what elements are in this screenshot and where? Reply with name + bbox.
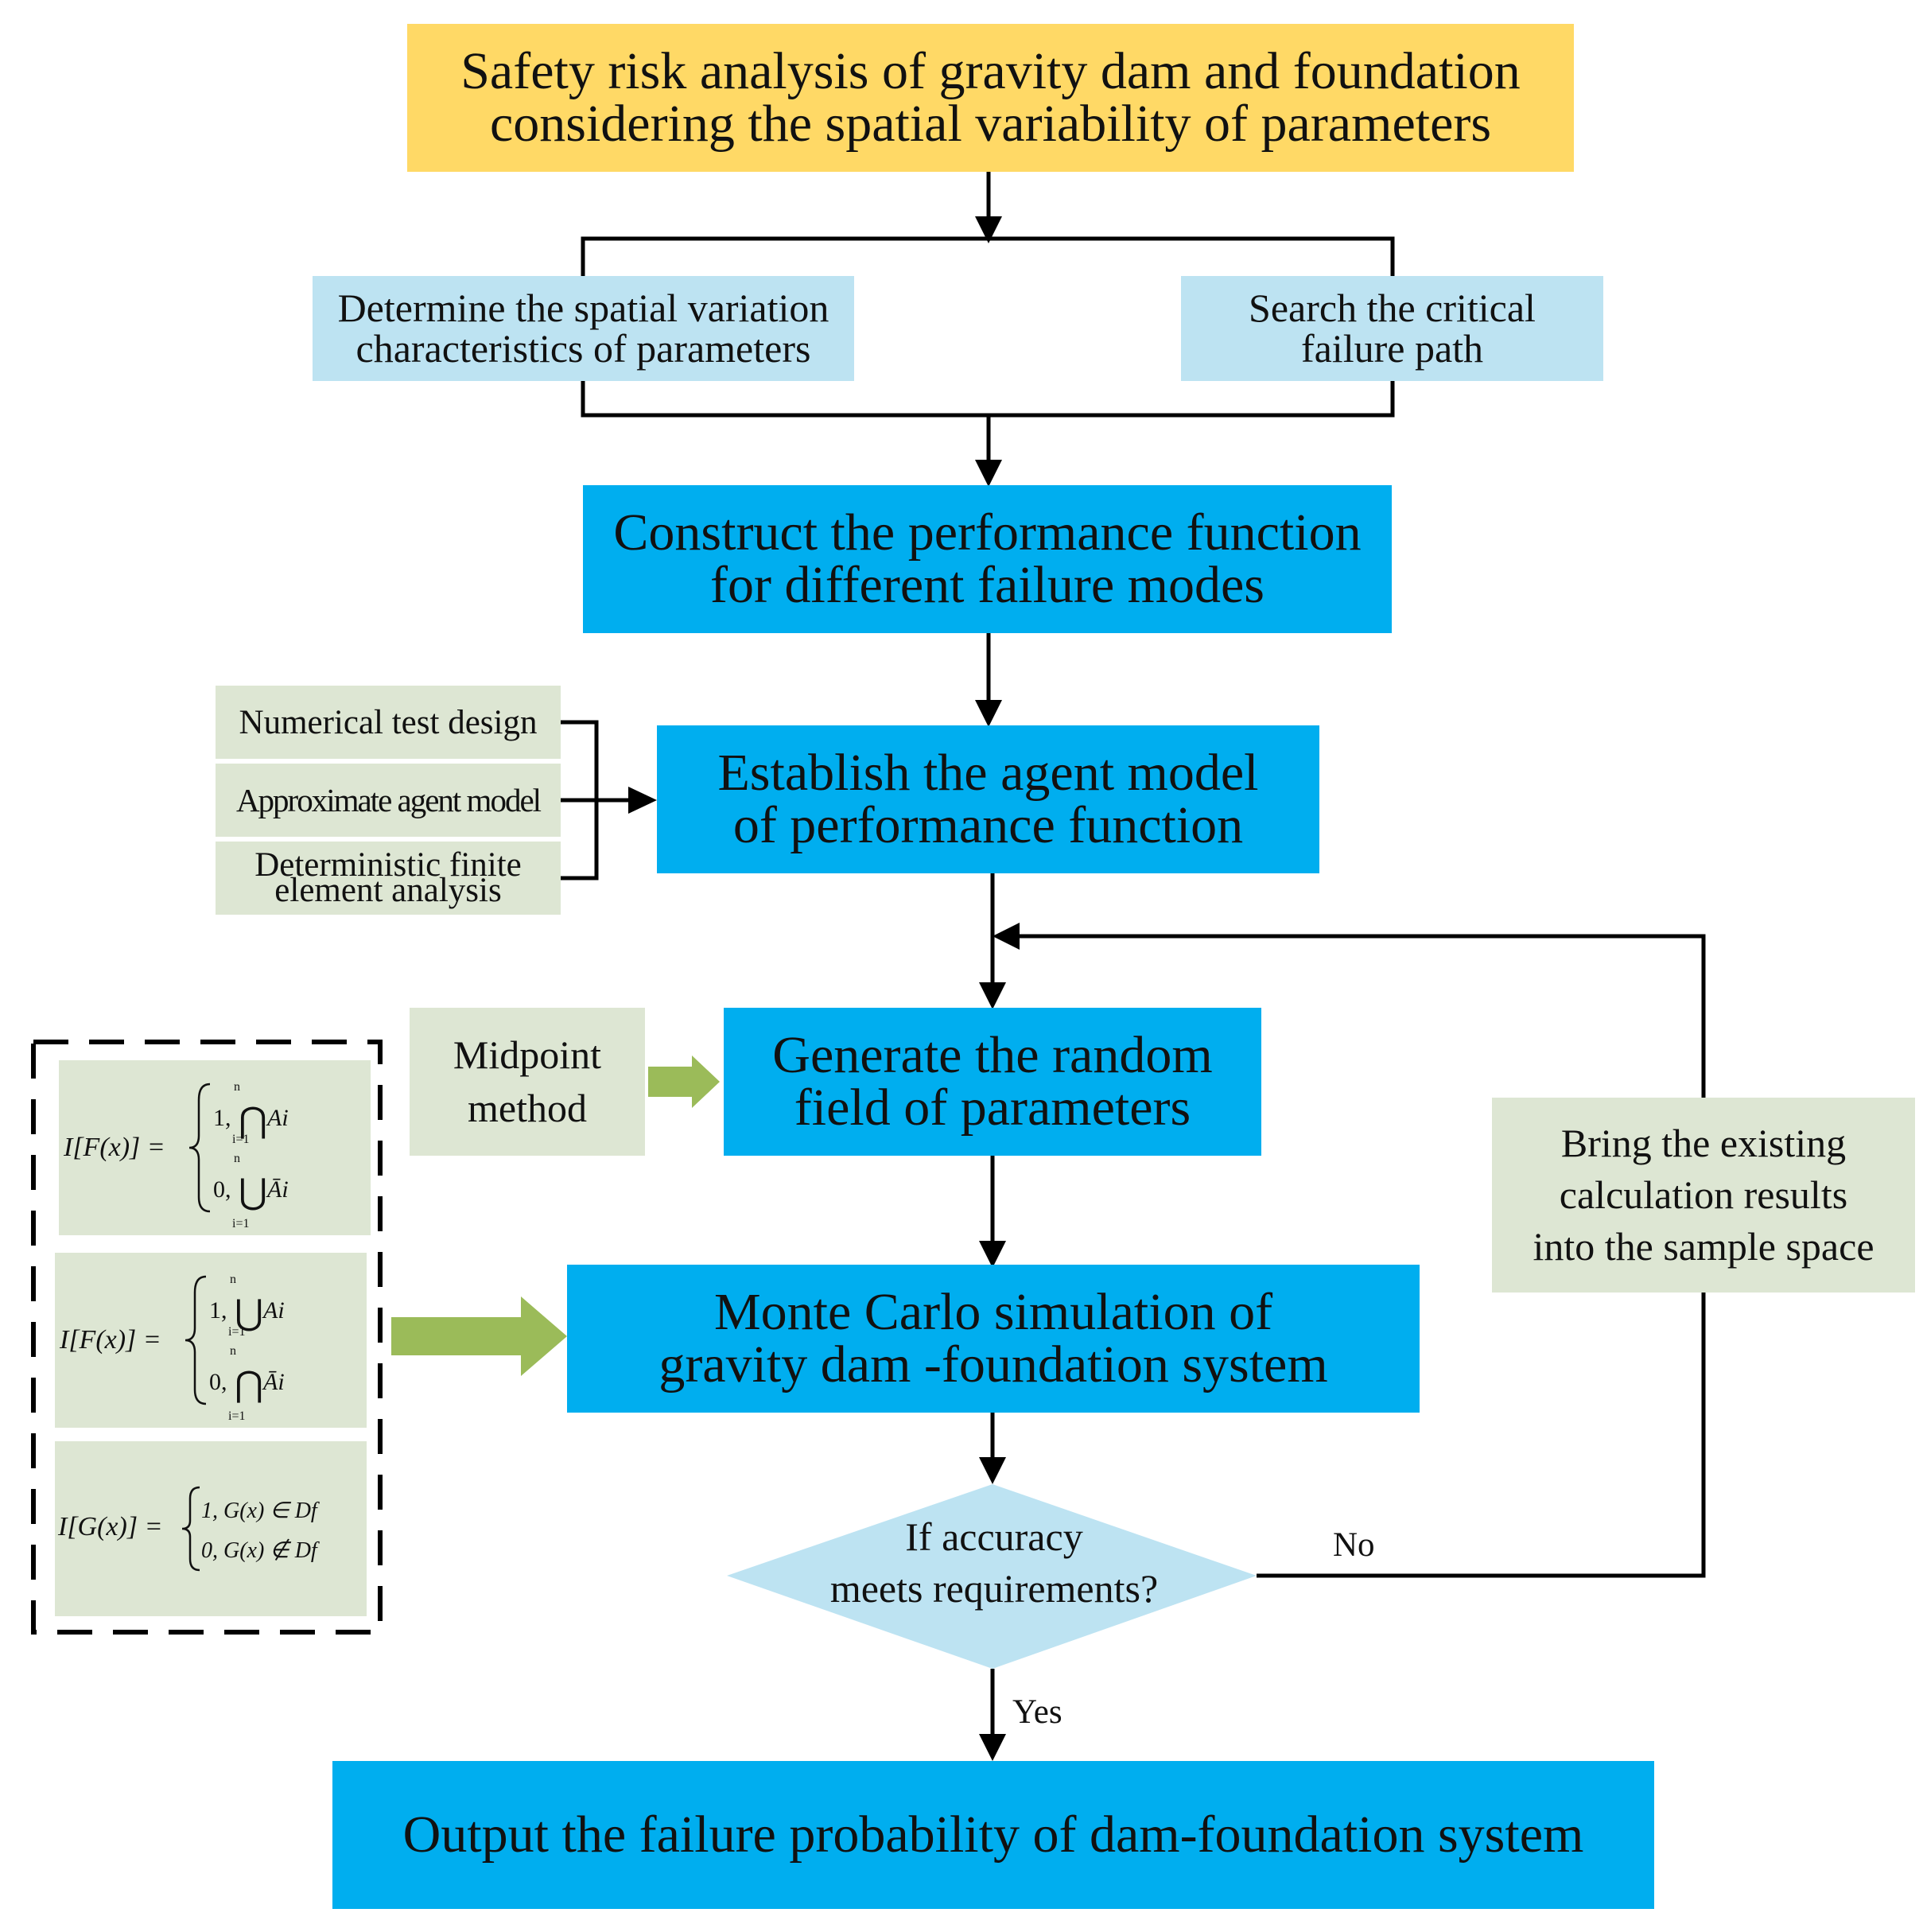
- eq2-lhs: I[F(x)] =: [59, 1325, 161, 1355]
- feedback-line-no: [1257, 1293, 1706, 1578]
- output-text: Output the failure probability of dam-fo…: [402, 1806, 1584, 1864]
- arrow-head: [993, 923, 1020, 950]
- performance-function-box: Construct the performance function for d…: [583, 485, 1392, 633]
- spatial-variation-box: Determine the spatial variation characte…: [313, 276, 854, 381]
- eq2-lower-2: i=1: [228, 1409, 245, 1423]
- equation-box-series: I[F(x)] = 1, n ⋂ i=1 Ai 0, n ⋃ i=1 Āi: [59, 1060, 371, 1235]
- output-box: Output the failure probability of dam-fo…: [332, 1761, 1654, 1909]
- agent-line-2: of performance function: [732, 796, 1244, 854]
- arrow-head: [975, 460, 1002, 487]
- equations-green-arrow: [391, 1296, 567, 1376]
- eq1-set-2: Āi: [266, 1176, 289, 1203]
- eq1-lower-1: i=1: [232, 1133, 249, 1146]
- eq2-union-icon: ⋃: [235, 1293, 263, 1332]
- random-line-1: Generate the random: [772, 1026, 1213, 1084]
- eq1-set-1: Ai: [266, 1105, 289, 1131]
- eq1-upper-2: n: [234, 1152, 240, 1165]
- eq3-case2: 0, G(x) ∉ Df: [201, 1538, 320, 1563]
- decision-text: If accuracy meets requirements?: [732, 1511, 1257, 1615]
- approximate-agent-label: Approximate agent model: [235, 782, 542, 818]
- arrow-head: [628, 787, 657, 814]
- performance-line-2: for different failure modes: [710, 556, 1265, 614]
- bring-line-3: into the sample space: [1533, 1224, 1874, 1269]
- bring-line-1: Bring the existing: [1560, 1121, 1847, 1165]
- midpoint-line-1: Midpoint: [453, 1032, 602, 1077]
- eq2-upper-2: n: [230, 1344, 236, 1358]
- equations-group-border: [31, 1040, 383, 1635]
- spatial-line-1: Determine the spatial variation: [337, 285, 829, 330]
- eq1-case2: 0,: [213, 1176, 231, 1203]
- deterministic-fea-box: Deterministic finite element analysis: [216, 842, 561, 915]
- eq2-case1: 1,: [209, 1297, 227, 1324]
- sample-space-box: Bring the existing calculation results i…: [1492, 1098, 1915, 1293]
- eq1-intersection-icon: ⋂: [239, 1101, 267, 1140]
- eq2-lower-1: i=1: [228, 1325, 245, 1339]
- title-line-2: considering the spatial variability of p…: [489, 95, 1492, 153]
- arrow-head: [979, 1734, 1006, 1761]
- critical-failure-path-box: Search the critical failure path: [1181, 276, 1603, 381]
- search-line-1: Search the critical: [1249, 285, 1536, 330]
- monte-carlo-box: Monte Carlo simulation of gravity dam -f…: [567, 1265, 1420, 1413]
- eq1-upper-1: n: [234, 1080, 240, 1094]
- decision-line-1: If accuracy: [905, 1514, 1083, 1559]
- decision-diamond: [727, 1484, 1257, 1669]
- midpoint-line-2: method: [468, 1086, 587, 1130]
- branch-bracket-top: [581, 236, 1395, 276]
- no-label: No: [1333, 1526, 1375, 1564]
- yes-label: Yes: [1012, 1693, 1063, 1731]
- equation-box-parallel: I[F(x)] = 1, n ⋃ i=1 Ai 0, n ⋂ i=1 Āi: [55, 1253, 367, 1428]
- monte-line-2: gravity dam -foundation system: [658, 1335, 1328, 1394]
- numerical-test-box: Numerical test design: [216, 686, 561, 759]
- deterministic-line-1: Deterministic finite: [254, 845, 522, 884]
- approximate-agent-box: Approximate agent model: [216, 764, 561, 837]
- midpoint-method-box: Midpoint method: [410, 1008, 645, 1156]
- eq2-set-1: Ai: [262, 1297, 285, 1324]
- agent-line-1: Establish the agent model: [717, 744, 1259, 802]
- monte-line-1: Monte Carlo simulation of: [713, 1283, 1273, 1341]
- performance-line-1: Construct the performance function: [613, 503, 1362, 562]
- eq3-lhs: I[G(x)] =: [57, 1512, 163, 1541]
- eq2-set-2: Āi: [262, 1369, 285, 1395]
- arrow-head: [975, 700, 1002, 727]
- eq2-case2: 0,: [209, 1369, 227, 1395]
- title-box: Safety risk analysis of gravity dam and …: [407, 24, 1574, 172]
- deterministic-line-2: element analysis: [274, 872, 502, 909]
- equation-box-general: I[G(x)] = 1, G(x) ∈ Df 0, G(x) ∉ Df: [55, 1441, 367, 1616]
- eq1-lower-2: i=1: [232, 1217, 249, 1230]
- random-field-box: Generate the random field of parameters: [724, 1008, 1261, 1156]
- search-line-2: failure path: [1300, 326, 1484, 371]
- random-line-2: field of parameters: [794, 1079, 1191, 1137]
- title-line-1: Safety risk analysis of gravity dam and …: [460, 42, 1521, 100]
- arrow-head: [979, 1241, 1006, 1268]
- midpoint-green-arrow: [648, 1055, 720, 1108]
- arrow-head: [979, 982, 1006, 1009]
- eq3-case1: 1, G(x) ∈ Df: [201, 1499, 320, 1523]
- eq1-union-icon: ⋃: [239, 1172, 267, 1211]
- eq1-case1: 1,: [213, 1105, 231, 1131]
- bring-line-2: calculation results: [1559, 1172, 1848, 1217]
- spatial-line-2: characteristics of parameters: [355, 326, 811, 371]
- eq2-upper-1: n: [230, 1273, 236, 1286]
- numerical-test-label: Numerical test design: [239, 703, 538, 741]
- arrow-head: [979, 1457, 1006, 1484]
- arrow-head: [975, 216, 1002, 243]
- feedback-line-return: [1010, 934, 1706, 1098]
- branch-bracket-bottom: [581, 381, 1395, 418]
- eq2-intersection-icon: ⋂: [235, 1365, 263, 1404]
- agent-model-box: Establish the agent model of performance…: [657, 725, 1319, 873]
- eq1-lhs: I[F(x)] =: [63, 1133, 165, 1162]
- decision-line-2: meets requirements?: [829, 1566, 1159, 1611]
